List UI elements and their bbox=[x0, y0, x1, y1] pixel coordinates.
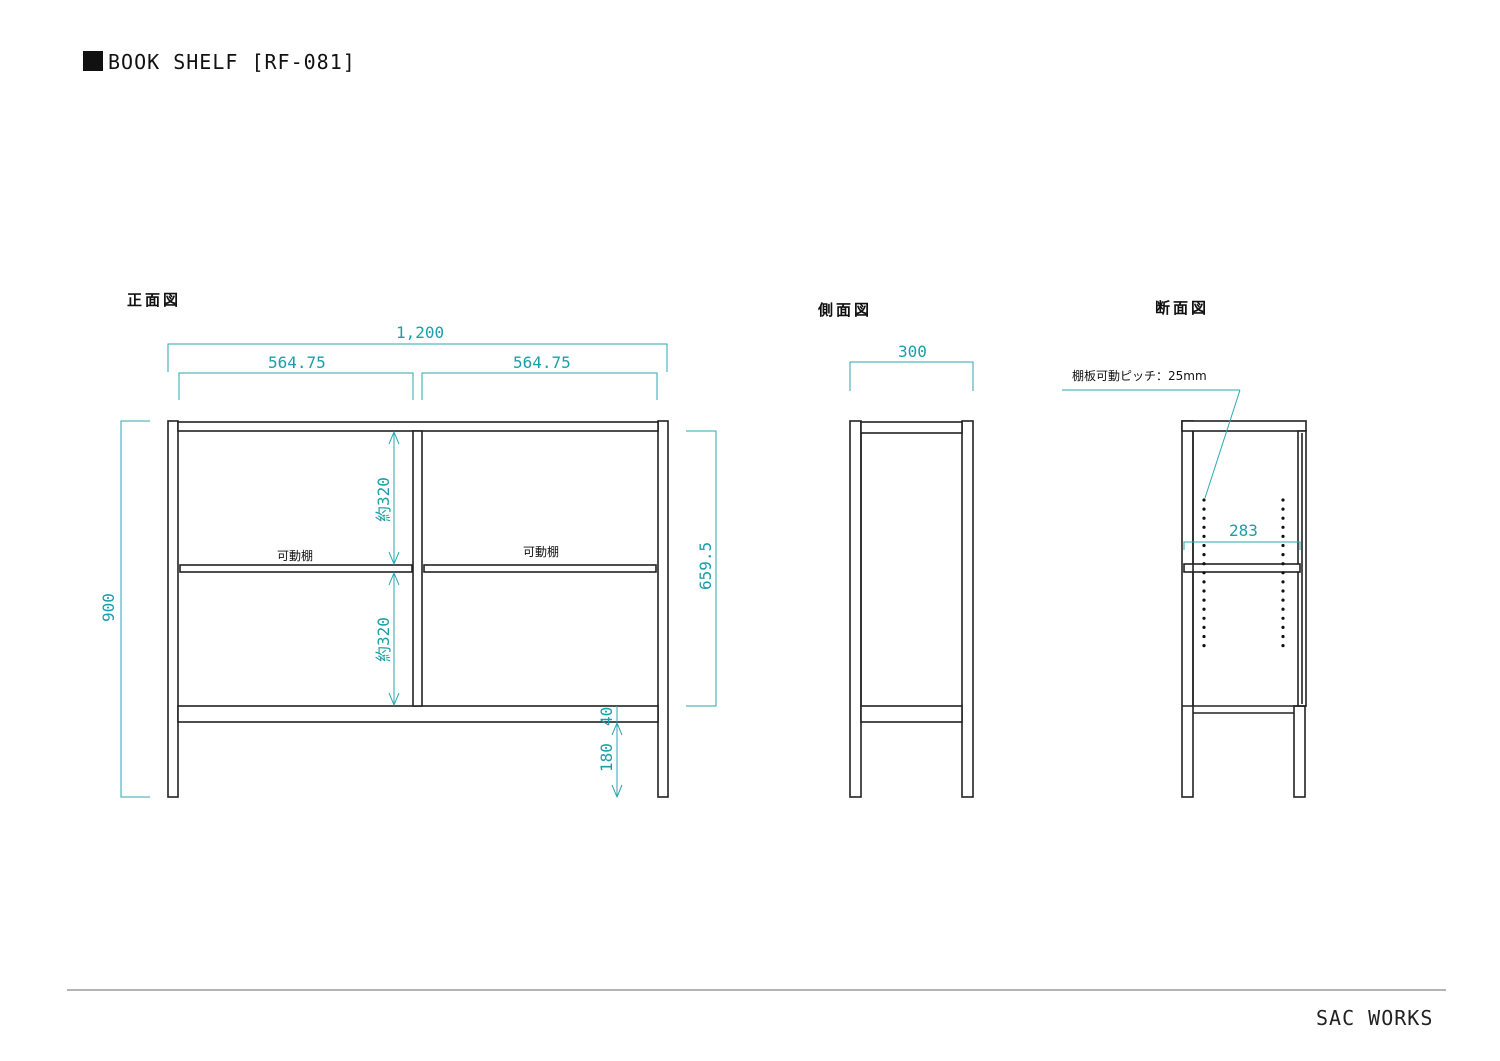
pin-hole-dot bbox=[1202, 525, 1206, 529]
pin-hole-dot bbox=[1281, 625, 1285, 630]
pin-hole-dot bbox=[1202, 625, 1206, 630]
pin-hole-dot bbox=[1202, 644, 1206, 648]
pin-hole-dot bbox=[1202, 562, 1206, 566]
pin-hole-dot bbox=[1202, 498, 1206, 502]
section-top-board bbox=[1181, 420, 1307, 432]
pin-hole-dot bbox=[1281, 498, 1285, 502]
dim-leg-height bbox=[611, 721, 623, 799]
pin-hole-dot bbox=[1281, 571, 1285, 575]
pitch-note: 棚板可動ピッチ：25mm bbox=[1072, 368, 1207, 383]
section-movable-shelf bbox=[1183, 563, 1301, 573]
pin-hole-dot bbox=[1202, 516, 1206, 520]
dim-left-bay bbox=[178, 372, 414, 400]
dim-inner-height-text: 659.5 bbox=[696, 542, 715, 590]
section-front-pin-holes bbox=[1202, 498, 1206, 648]
dim-right-bay-text: 564.75 bbox=[513, 353, 571, 372]
dim-lower-opening-text: 約320 bbox=[374, 617, 393, 662]
side-bottom-board bbox=[860, 705, 963, 723]
section-view-label: 断面図 bbox=[1155, 299, 1209, 317]
front-left-shelf-note: 可動棚 bbox=[277, 548, 313, 563]
dim-right-bay bbox=[421, 372, 658, 400]
pin-hole-dot bbox=[1281, 616, 1285, 620]
pin-hole-dot bbox=[1281, 553, 1285, 557]
pin-hole-dot bbox=[1281, 507, 1285, 511]
front-center-partition bbox=[412, 430, 423, 707]
pin-hole-dot bbox=[1202, 607, 1206, 611]
side-rear-leg bbox=[961, 420, 974, 798]
pitch-note-leader bbox=[1204, 389, 1241, 499]
pin-hole-dot bbox=[1202, 553, 1206, 557]
pin-hole-dot bbox=[1202, 589, 1206, 593]
pin-hole-dot bbox=[1281, 525, 1285, 529]
pin-hole-dot bbox=[1281, 516, 1285, 520]
dim-overall-width-text: 1,200 bbox=[396, 323, 444, 342]
section-front-leg bbox=[1181, 420, 1194, 798]
dim-overall-height bbox=[120, 420, 150, 798]
front-right-movable-shelf bbox=[423, 564, 657, 573]
side-view-label: 側面図 bbox=[817, 301, 872, 319]
dim-inner-height bbox=[686, 430, 717, 707]
front-right-side-panel bbox=[657, 420, 669, 798]
front-view-label: 正面図 bbox=[127, 291, 181, 309]
front-left-movable-shelf bbox=[179, 564, 413, 573]
pin-hole-dot bbox=[1202, 571, 1206, 575]
pin-hole-dot bbox=[1202, 507, 1206, 511]
dim-side-depth bbox=[849, 361, 974, 391]
side-front-leg bbox=[849, 420, 862, 798]
pin-hole-dot bbox=[1202, 616, 1206, 620]
pin-hole-dot bbox=[1281, 598, 1285, 602]
dim-overall-width bbox=[167, 343, 668, 372]
dim-upper-opening bbox=[388, 430, 400, 566]
dim-left-bay-text: 564.75 bbox=[268, 353, 326, 372]
pin-hole-dot bbox=[1202, 598, 1206, 602]
front-top-board bbox=[177, 421, 659, 432]
dim-shelf-depth bbox=[1183, 541, 1301, 550]
pin-hole-dot bbox=[1202, 534, 1206, 539]
pin-hole-dot bbox=[1281, 534, 1285, 539]
title-square-icon bbox=[83, 51, 103, 71]
pin-hole-dot bbox=[1281, 644, 1285, 648]
dim-lower-opening bbox=[388, 571, 400, 707]
dim-overall-height-text: 900 bbox=[99, 593, 118, 622]
drawing-title: BOOK SHELF [RF-081] bbox=[108, 50, 356, 74]
pin-hole-dot bbox=[1281, 589, 1285, 593]
front-left-side-panel bbox=[167, 420, 179, 798]
pin-hole-dot bbox=[1202, 580, 1206, 584]
front-bottom-board bbox=[177, 705, 659, 723]
dim-side-depth-text: 300 bbox=[898, 342, 927, 361]
dim-leg-height-text: 180 bbox=[597, 743, 616, 772]
section-rear-leg bbox=[1293, 705, 1306, 798]
footer-brand: SAC WORKS bbox=[1316, 1006, 1433, 1030]
side-view: 300 bbox=[849, 342, 974, 798]
section-rear-pin-holes bbox=[1281, 498, 1285, 648]
section-view: 283 棚板可動ピッチ：25mm bbox=[1062, 368, 1307, 798]
pin-hole-dot bbox=[1202, 543, 1206, 548]
front-right-shelf-note: 可動棚 bbox=[523, 544, 559, 559]
pin-hole-dot bbox=[1281, 607, 1285, 611]
dim-upper-opening-text: 約320 bbox=[374, 477, 393, 522]
pin-hole-dot bbox=[1281, 543, 1285, 548]
dim-bottom-board-text: 40 bbox=[597, 707, 616, 726]
pin-hole-dot bbox=[1281, 634, 1285, 639]
pin-hole-dot bbox=[1281, 580, 1285, 584]
dim-shelf-depth-text: 283 bbox=[1229, 521, 1258, 540]
side-top-board bbox=[860, 421, 963, 434]
front-view: 可動棚 可動棚 1,200 564.75 564.75 900 659.5 約3… bbox=[99, 323, 717, 799]
pin-hole-dot bbox=[1281, 562, 1285, 566]
pin-hole-dot bbox=[1202, 634, 1206, 639]
